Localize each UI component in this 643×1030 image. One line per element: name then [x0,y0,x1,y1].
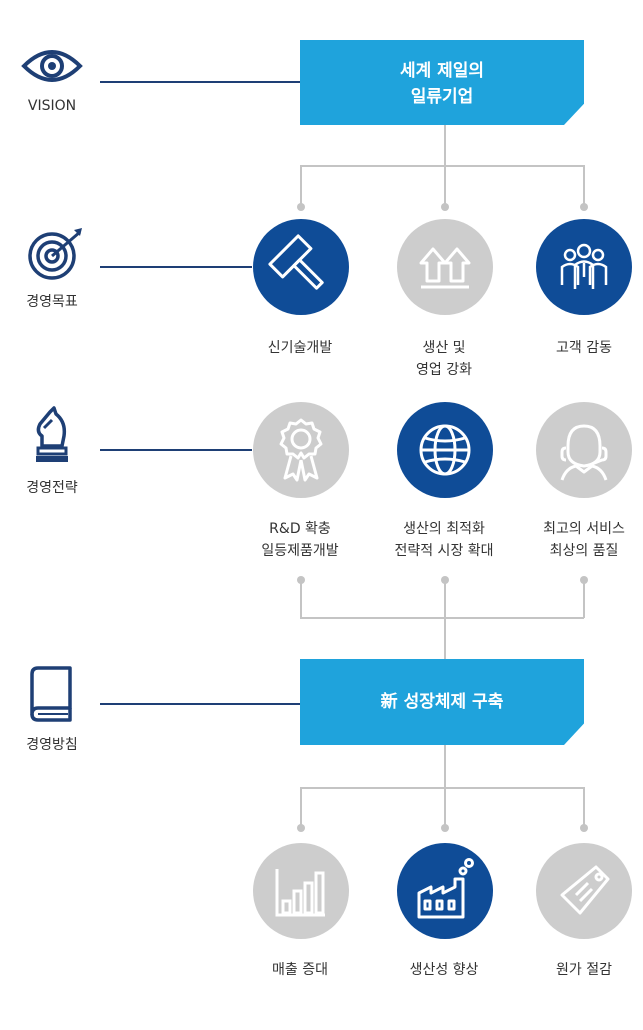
vision-banner-line2: 일류기업 [410,87,474,107]
goal-circle-1 [253,219,349,315]
policy-circle-2 [397,843,493,939]
tree-rise-3 [583,580,585,618]
target-icon [26,226,86,282]
tree-stem-bottom [444,745,446,788]
connector-goals [100,266,252,268]
strategy-circle-1 [253,402,349,498]
factory-icon [417,858,474,919]
eye-icon [20,44,84,88]
strategy-caption-2: 생산의 최적화 전략적 시장 확대 [394,521,494,559]
price-tag-icon [560,865,610,915]
strategy-caption-1: R&D 확충 일등제품개발 [261,521,339,559]
tree-dot-1 [297,203,305,211]
tree-drop-8 [444,787,446,827]
vision-banner: 세계 제일의 일류기업 [300,40,584,125]
people-group-icon [560,243,608,289]
connector-strategy [100,449,252,451]
policy-caption-1: 매출 증대 [272,962,328,978]
policy-banner: 新 성장체제 구축 [300,659,584,745]
double-up-arrow-icon [419,247,471,289]
policy-circle-3 [536,843,632,939]
connector-vision [100,81,300,83]
goal-circle-3 [536,219,632,315]
tree-drop-2 [444,165,446,207]
award-ribbon-icon [279,418,323,482]
headset-agent-icon [560,424,608,481]
tree-bar-middle [300,617,584,619]
tree-bar-top [300,165,584,167]
book-icon [28,666,76,722]
goal-circle-2 [397,219,493,315]
tree-dot-3 [580,203,588,211]
policy-banner-line1: 新 성장체제 구축 [380,692,504,712]
vision-banner-line1: 세계 제일의 [399,61,485,81]
tree-dot-8 [441,824,449,832]
chess-knight-icon [32,406,72,464]
bar-chart-icon [275,869,325,917]
tree-drop-9 [583,787,585,827]
strategy-circle-3 [536,402,632,498]
side-label-strategy: 경영전략 [26,480,78,496]
connector-policy [100,703,300,705]
tree-dot-9 [580,824,588,832]
strategy-caption-3: 최고의 서비스 최상의 품질 [543,521,625,559]
tree-bar-bottom [300,787,584,789]
globe-icon [419,424,471,476]
hammer-icon [268,234,324,290]
policy-caption-3: 원가 절감 [556,962,612,978]
tree-dot-2 [441,203,449,211]
goal-caption-1: 신기술개발 [267,340,333,356]
goal-caption-3: 고객 감동 [556,340,612,356]
policy-circle-1 [253,843,349,939]
policy-caption-2: 생산성 향상 [409,962,479,978]
tree-rise-1 [300,580,302,618]
side-label-goals: 경영목표 [26,294,78,310]
tree-stem-top [444,125,446,166]
side-label-vision: VISION [27,98,77,114]
tree-drop-7 [300,787,302,827]
tree-drop-1 [300,165,302,207]
tree-drop-3 [583,165,585,207]
goal-caption-2: 생산 및 영업 강화 [416,340,472,378]
side-label-policy: 경영방침 [26,737,78,753]
tree-dot-7 [297,824,305,832]
tree-rise-2 [444,580,446,659]
strategy-circle-2 [397,402,493,498]
